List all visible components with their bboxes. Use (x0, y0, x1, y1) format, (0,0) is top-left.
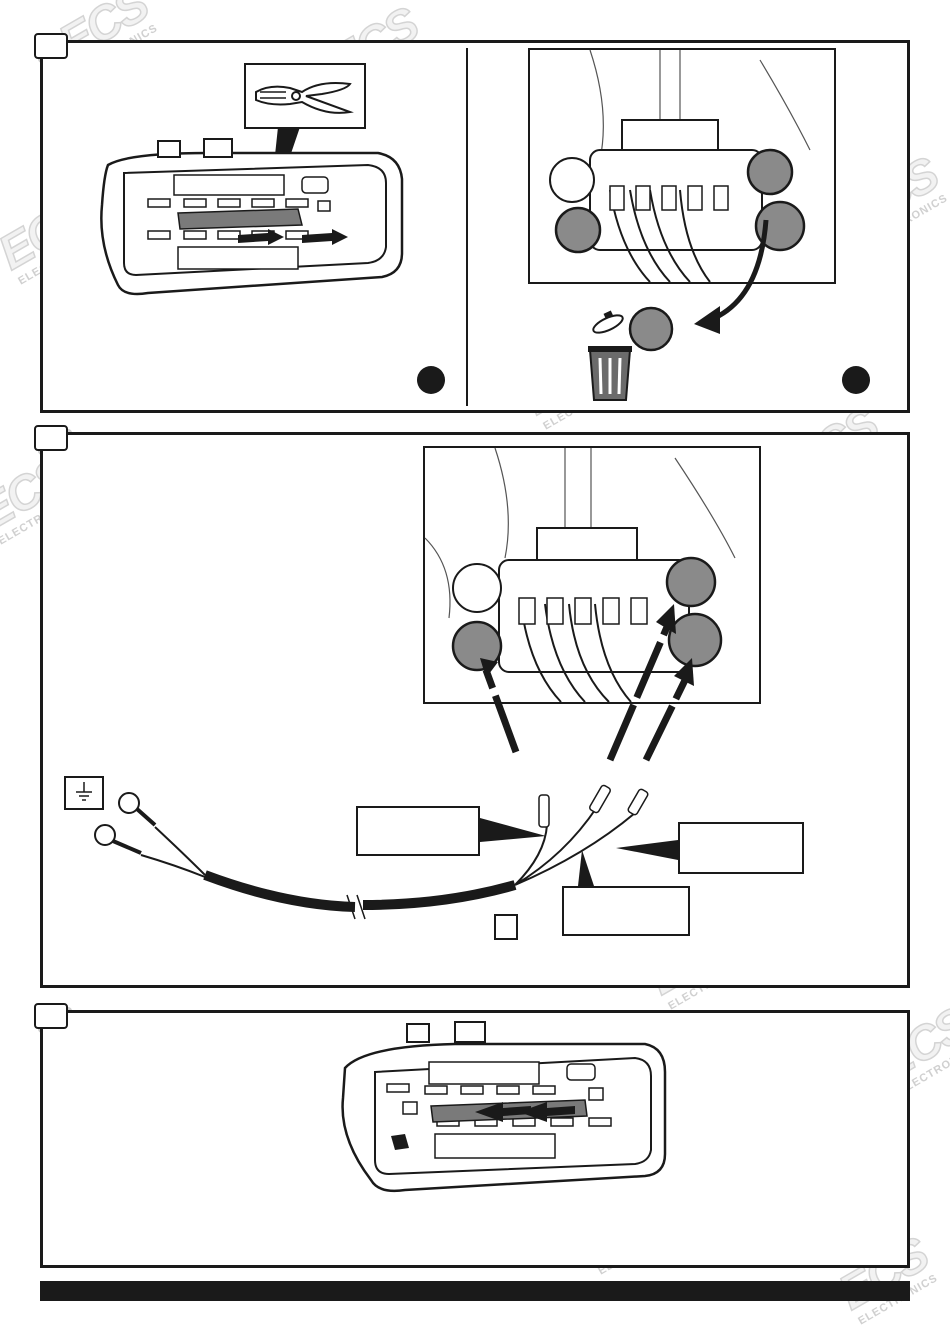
trash-bin-icon (588, 310, 632, 401)
panel-divider (466, 48, 468, 406)
wiring-harness-drawing (94, 784, 649, 920)
removed-grommet (628, 306, 674, 352)
step-indicator-dot (842, 366, 870, 394)
connector-closeup-drawing (424, 447, 736, 703)
wire-label-box (494, 914, 518, 940)
label-pointers (480, 818, 678, 886)
step-tab-2 (34, 425, 72, 455)
step-tab-1 (34, 33, 72, 63)
footer-bar (40, 1281, 910, 1301)
wire-label-box (678, 822, 804, 874)
ground-symbol-box (64, 776, 104, 810)
connector-closeup-drawing (549, 49, 811, 283)
pliers-icon (255, 82, 354, 114)
removal-arrow-icon (694, 219, 769, 334)
insertion-arrows (480, 604, 694, 762)
socket-connector-drawing (100, 138, 404, 296)
wire-label-box (562, 886, 690, 936)
step-indicator-dot (417, 366, 445, 394)
step-tab-3 (34, 1003, 72, 1033)
socket-connector-drawing (341, 1021, 667, 1193)
wire-label-box (356, 806, 480, 856)
ground-symbol-icon (76, 782, 92, 801)
